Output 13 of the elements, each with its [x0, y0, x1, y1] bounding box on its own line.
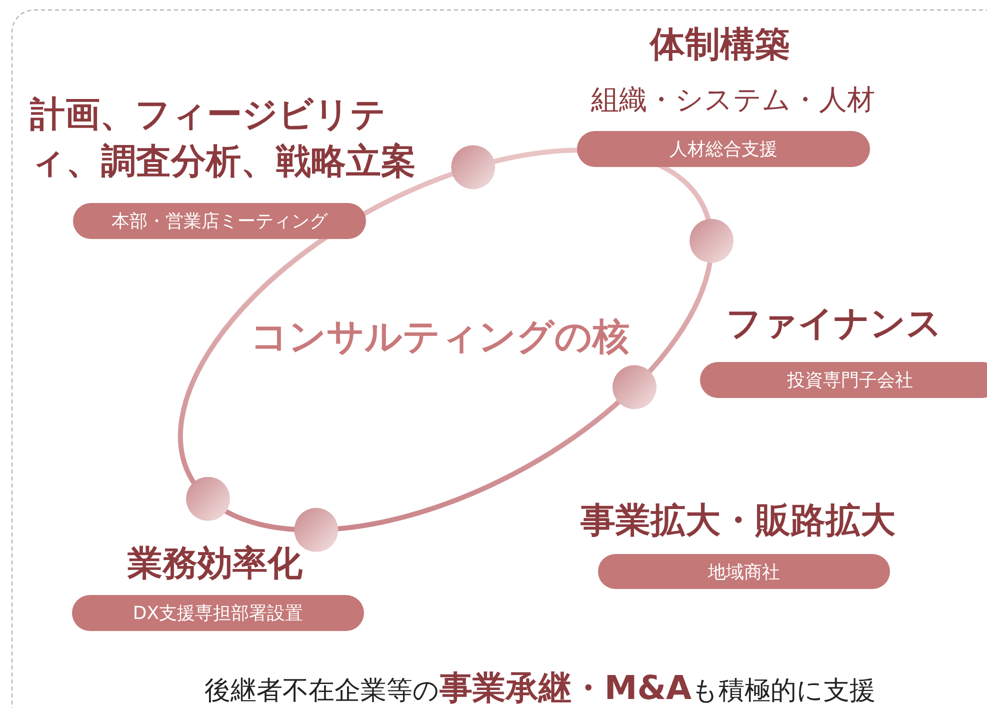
heading: ファイナンス	[726, 303, 942, 345]
heading: 体制構築	[650, 24, 790, 66]
heading: 業務効率化	[128, 543, 302, 585]
heading: 計画、フィージビリティ、調査分析、戦略立案	[30, 94, 417, 184]
footer-note: 後継者不在企業等の事業承継・M&Aも積極的に支援	[204, 667, 876, 708]
label-pill: 本部・営業店ミーティング	[73, 203, 366, 239]
subheading: 組織・システム・人材	[591, 83, 875, 117]
label-pill: 投資専門子会社	[700, 362, 987, 398]
center-title: コンサルティングの核	[250, 314, 630, 360]
label-pill: DX支援専担部署設置	[72, 595, 364, 631]
label-pill: 地域商社	[598, 554, 890, 589]
heading: 事業拡大・販路拡大	[580, 500, 896, 542]
label-pill: 人材総合支援	[577, 131, 870, 167]
